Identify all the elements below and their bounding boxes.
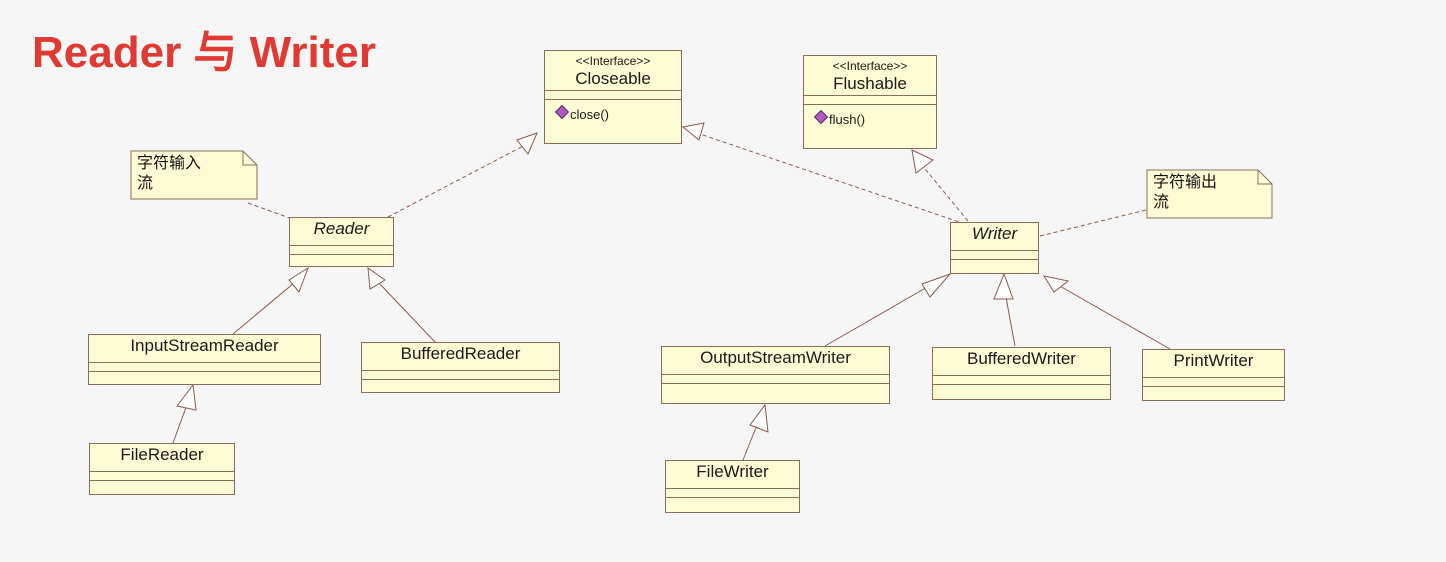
arrowhead-reader-left xyxy=(288,266,309,293)
reader-note-shape xyxy=(130,150,258,200)
flushable-name: Flushable xyxy=(833,74,907,93)
reader-class-box: Reader xyxy=(289,217,394,267)
buffered-reader-name: BufferedReader xyxy=(400,344,521,363)
file-reader-name: FileReader xyxy=(120,445,204,464)
operation-icon xyxy=(813,109,829,125)
input-stream-reader-box: InputStreamReader xyxy=(88,334,321,385)
writer-class-box: Writer xyxy=(950,222,1039,274)
reader-realizes-closeable xyxy=(387,143,528,218)
writer-note-anchor xyxy=(1039,209,1147,237)
arrowhead-osw xyxy=(749,403,769,433)
isr-extends-reader xyxy=(232,277,301,335)
closeable-stereotype: <<Interface>> xyxy=(575,54,651,68)
reader-note-anchor xyxy=(247,202,296,221)
output-stream-writer-box: OutputStreamWriter xyxy=(661,346,890,404)
buffered-writer-box: BufferedWriter xyxy=(932,347,1111,400)
arrowhead-closeable-right xyxy=(681,122,705,141)
reader-class-name: Reader xyxy=(313,219,370,238)
arrowhead-reader-right xyxy=(367,266,386,290)
reader-note: 字符输入 流 xyxy=(131,151,257,199)
br-extends-reader xyxy=(377,281,436,343)
arrowhead-writer-center xyxy=(993,272,1014,300)
arrowhead-writer-right xyxy=(1042,275,1070,293)
flushable-interface-box: <<Interface>> Flushable flush() xyxy=(803,55,937,149)
arrowhead-isr xyxy=(176,383,197,411)
writer-realizes-closeable xyxy=(693,131,966,225)
writer-note-text: 字符输出 流 xyxy=(1153,172,1218,211)
closeable-name: Closeable xyxy=(575,69,651,88)
operation-icon xyxy=(554,104,570,120)
arrowhead-writer-left xyxy=(921,272,952,298)
output-stream-writer-name: OutputStreamWriter xyxy=(700,348,851,367)
flushable-operation: flush() xyxy=(829,112,866,127)
slide-title: Reader 与 Writer xyxy=(32,28,376,77)
print-writer-name: PrintWriter xyxy=(1173,351,1254,370)
file-reader-box: FileReader xyxy=(89,443,235,495)
flushable-stereotype: <<Interface>> xyxy=(832,59,908,73)
osw-extends-writer xyxy=(824,281,937,347)
closeable-operation: close() xyxy=(570,107,610,122)
file-writer-box: FileWriter xyxy=(665,460,800,513)
arrowhead-flushable xyxy=(911,149,934,174)
pw-extends-writer xyxy=(1057,284,1171,350)
writer-note: 字符输出 流 xyxy=(1147,170,1272,218)
file-writer-name: FileWriter xyxy=(696,462,769,481)
writer-realizes-flushable xyxy=(920,163,969,222)
writer-note-shape xyxy=(1146,169,1273,219)
buffered-writer-name: BufferedWriter xyxy=(967,349,1076,368)
closeable-interface-box: <<Interface>> Closeable close() xyxy=(544,50,682,144)
buffered-reader-box: BufferedReader xyxy=(361,342,560,393)
writer-class-name: Writer xyxy=(971,224,1018,243)
print-writer-box: PrintWriter xyxy=(1142,349,1285,401)
bw-extends-writer xyxy=(1004,291,1016,347)
reader-note-text: 字符输入 流 xyxy=(137,153,202,192)
arrowhead-closeable-left xyxy=(516,132,538,155)
fr-extends-isr xyxy=(172,401,189,444)
input-stream-reader-name: InputStreamReader xyxy=(130,336,279,355)
